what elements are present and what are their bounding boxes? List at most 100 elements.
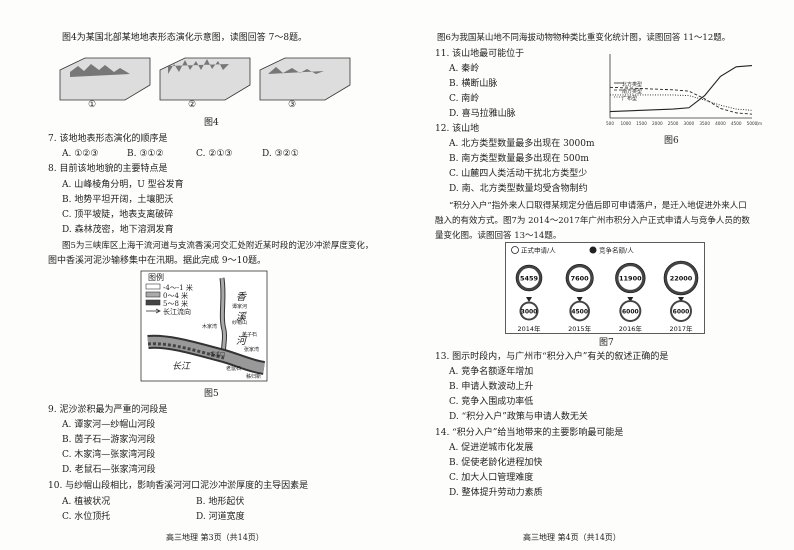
fig6-legend-2: 南方类型 [622, 89, 643, 95]
fig6-series-1 [609, 86, 753, 115]
fig6-x-tick-3: 2000 [652, 121, 663, 126]
q9-option-a: A. 谭家河—纱帽山河段 [62, 420, 156, 430]
q13-option-b: B. 申请人数波动上升 [449, 382, 534, 392]
q14-option-c: C. 加大人口管理难度 [449, 473, 534, 483]
fig6-x-tick-5: 3000 [684, 121, 695, 126]
fig5-legend-4: 长江流向 [163, 308, 191, 316]
fig5-label-xiang: 香 [236, 292, 246, 303]
q10-option-d: D. 河道宽度 [196, 512, 245, 522]
q8-option-d: D. 森林茂密，地下溶洞发育 [62, 225, 174, 235]
q13-option-c: C. 竞争入围成功率低 [449, 397, 534, 407]
fig7-arrow-2 [627, 297, 634, 302]
q11-option-d: D. 喜马拉雅山脉 [449, 109, 516, 119]
q14-option-b: B. 促使老龄化进程加快 [449, 458, 543, 468]
fig7-quota-bubble-2 [621, 302, 640, 320]
q8-option-b: B. 地势平坦开阔，土壤肥沃 [62, 195, 174, 205]
q12-stem: 12. 该山地 [435, 124, 480, 134]
fig6-x-tick-7: 4000 [715, 121, 726, 126]
fig5-intro-line1: 图5为三峡库区上海干流河道与支流香溪河交汇处附近某时段的泥沙冲淤厚度变化， [62, 241, 374, 251]
fig5-legend-title: 图例 [148, 273, 164, 282]
fig5-place-3: 木家湾 [202, 324, 218, 330]
q9-option-c: C. 木家湾—张家湾河段 [62, 450, 156, 460]
fig5-place-5: 张家湾 [244, 347, 260, 353]
fig7-chart: 正式申请/人竞争名额/人545930002014年760045002015年11… [505, 242, 705, 334]
q12-option-c: C. 山麓四人类活动干扰北方类型少 [449, 169, 588, 179]
q11-option-c: C. 南岭 [449, 94, 480, 104]
fig7-applicants-bubble-3 [667, 264, 695, 292]
q10-stem: 10. 与纱帽山段相比，影响香溪河河口泥沙冲淤厚度的主导因素是 [48, 481, 309, 491]
fig6-intro: 图6为我国某山地不同海拔动物物种类比重变化统计图，读图回答 11～12题。 [437, 33, 731, 43]
q13-option-d: D. “积分入户”政策与申请人数无关 [449, 412, 588, 422]
fig6-x-tick-8: 4500 [731, 121, 742, 126]
fig6-x-tick-0: 500 [606, 121, 614, 126]
q12-option-b: B. 南方类型数量最多出现在 500m [449, 154, 589, 164]
fig6-series-2 [610, 94, 753, 111]
fig5-place-8: 秭归新 [246, 374, 262, 380]
q9-stem: 9. 泥沙淤积最为严重的河段是 [48, 405, 168, 415]
fig5-intro-line2: 图中香溪河泥沙输移集中在汛期。据此完成 9～10题。 [48, 256, 267, 266]
fig7-applicants-label-0: 5459 [520, 275, 539, 283]
right-page: 图6为我国某山地不同海拔动物物种类比重变化统计图，读图回答 11～12题。 11… [397, 0, 794, 550]
fig6-x-tick-6: 3500 [699, 121, 710, 126]
fig6-x-tick-2: 1500 [636, 121, 647, 126]
q12-option-d: D. 南、北方类型数量均受含物制约 [449, 184, 588, 194]
q11-option-a: A. 秦岭 [449, 64, 480, 74]
fig7-applicants-bubble-2 [618, 266, 643, 290]
fig5-map [140, 270, 268, 382]
fig7-caption: 图7 [599, 338, 614, 348]
fig6-series-0 [609, 64, 753, 113]
q8-option-c: C. 顶平坡陡，地表支离破碎 [62, 210, 174, 220]
fig7-category-0: 2014年 [517, 324, 541, 333]
fig7-legend-2: 竞争名额/人 [599, 246, 634, 255]
fig5-label-xi: 溪 [236, 312, 246, 323]
fig4-panel-2: ② [188, 100, 197, 110]
q8-option-a: A. 山峰棱角分明，U 型谷发育 [62, 180, 184, 190]
fig7-legend-1: 正式申请/人 [521, 246, 556, 255]
fig7-applicants-label-1: 7600 [571, 275, 590, 283]
q7-option-c: C. ②①③ [196, 149, 233, 159]
fig6-x-tick-9: 5000 [747, 121, 758, 126]
fig6-legend-1: 北方类型 [622, 82, 643, 88]
fig5-label-changjiang: 长江 [172, 362, 191, 372]
fig5-label-he: 河 [236, 336, 246, 347]
fig7-category-3: 2017年 [669, 324, 693, 333]
fig5-place-1: 谭家河 [232, 304, 248, 310]
fig7-quota-label-0: 3000 [521, 309, 538, 316]
fig6-x-tick-1: 1000 [620, 121, 631, 126]
para-line1: “积分入户”指外来人口取得某规定分值后即可申请落户，是迁入地促进外来人口 [449, 201, 747, 211]
fig5-legend-3: 5～8 米 [163, 300, 189, 308]
fig6-x-tick-4: 2500 [668, 121, 679, 126]
q14-option-a: A. 促进逆城市化发展 [449, 443, 534, 453]
fig6-legend-3: 广布型 [622, 96, 638, 102]
q9-option-d: D. 老鼠石—张家湾河段 [62, 465, 156, 475]
fig7-applicants-bubble-0 [519, 268, 539, 288]
para-line2: 融入的有效方式。图7为 2014～2017年广州市积分入户正式申请人与竞争人员的… [435, 216, 750, 226]
fig7-arrow-3 [678, 297, 684, 302]
fig5-place-6: 香溪口 [210, 352, 226, 358]
q12-option-a: A. 北方类型数量最多出现在 3000m [449, 139, 595, 149]
q11-option-b: B. 横断山脉 [449, 79, 498, 89]
q13-option-a: A. 竞争名额逐年增加 [449, 367, 534, 377]
left-page: 图4为某国北部某地地表形态演化示意图，读图回答 7～8题。 ① ② ③ 图4 7… [48, 33, 374, 542]
left-footer: 高三地理 第3页（共14页） [166, 533, 264, 542]
fig4-panel-3: ③ [288, 100, 297, 110]
q8-stem: 8. 目前该地地貌的主要特点是 [48, 164, 168, 174]
fig7-quota-bubble-3 [672, 302, 690, 320]
fig7-arrow-1 [576, 297, 583, 302]
fig5-legend-2: 0～4 米 [163, 292, 189, 300]
q13-stem: 13. 图示时段内，与广州市“积分入户”有关的叙述正确的是 [435, 352, 669, 362]
fig5-caption: 图5 [204, 389, 219, 399]
fig7-category-1: 2015年 [568, 324, 592, 333]
fig5-place-2: 纱帽山 [232, 320, 248, 326]
fig5-legend-1: -4～-1 米 [163, 284, 193, 292]
q7-option-b: B. ③①② [127, 149, 164, 159]
fig5-place-7: 老鼠石 [226, 366, 242, 372]
fig5-place-4: 茅子石 [242, 332, 258, 338]
fig6-caption: 图6 [664, 136, 679, 146]
fig4-caption: 图4 [204, 118, 219, 128]
fig7-quota-label-2: 6000 [622, 309, 639, 316]
q10-option-c: C. 水位顶托 [62, 512, 111, 522]
fig7-category-2: 2016年 [619, 324, 643, 333]
fig7-quota-label-1: 4500 [571, 309, 588, 316]
fig7-quota-bubble-1 [571, 302, 588, 320]
